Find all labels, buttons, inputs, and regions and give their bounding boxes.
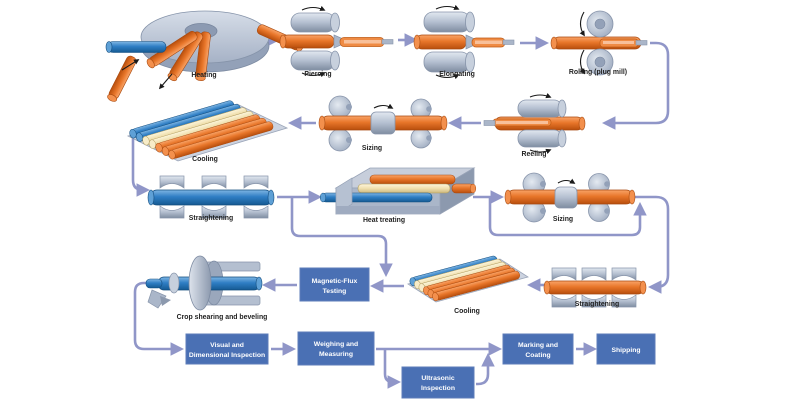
label-elongating: Elongating: [439, 71, 475, 78]
rotation-arrow: [579, 49, 585, 75]
marking-line2: Coating: [525, 352, 550, 359]
connector-ultrasonic-marking: [476, 352, 495, 386]
cutting-blade: [160, 296, 171, 306]
reeling-machine-graphic: [483, 93, 586, 154]
cooling2-tubes: [409, 255, 520, 302]
shipping-box: Shipping: [596, 333, 656, 365]
straightening2-machine-graphic: [543, 267, 647, 308]
billet-in-arrow: [121, 59, 140, 71]
cooling2-bed-graphic: [407, 255, 529, 303]
label-cooling2: Cooling: [454, 308, 480, 315]
connector-bypass-around-sizing2: [488, 197, 647, 237]
marking-coating-box: Marking and Coating: [502, 333, 574, 365]
rotation-arrow: [373, 103, 394, 109]
shipping-label: Shipping: [611, 347, 640, 354]
visual-dimensional-inspection-box: Visual and Dimensional Inspection: [185, 333, 269, 365]
rotation-arrow: [529, 148, 552, 154]
sizing1-machine-graphic: [318, 95, 448, 152]
label-sizing2: Sizing: [553, 216, 573, 223]
label-heat-treating: Heat treating: [363, 217, 405, 224]
mandrel-bar: [502, 39, 515, 45]
label-piercing: Piercing: [304, 71, 331, 78]
mandrel-bar: [381, 39, 394, 45]
connector-rolling-reeling: [601, 41, 670, 130]
hot-billets: [107, 24, 304, 102]
shear-disk: [188, 255, 212, 311]
label-reeling: Reeling: [522, 151, 547, 158]
straightening1-machine-graphic: [147, 175, 275, 219]
cooling1-bed-graphic: [126, 100, 289, 162]
magnetic-flux-testing-line1: Magnetic-Flux: [312, 278, 358, 285]
rotation-arrow: [301, 5, 326, 11]
weighing-measuring-box: Weighing and Measuring: [297, 331, 375, 366]
weighing-line2: Measuring: [319, 351, 353, 358]
label-crop-shearing: Crop shearing and beveling: [177, 314, 268, 321]
connector-weighing-ultrasonic: [383, 349, 402, 389]
heat-treating-furnace-graphic: [319, 167, 477, 215]
ultrasonic-inspection-box: Ultrasonic Inspection: [401, 366, 475, 399]
connector-cropshear-visual: [133, 281, 185, 356]
crop-shearing-machine-graphic: [145, 255, 263, 311]
beveling-tool: [147, 289, 167, 309]
visual-inspection-line2: Dimensional Inspection: [189, 352, 265, 359]
piercing-mill-graphic: [279, 5, 394, 78]
connectors: [131, 33, 670, 389]
billet-out-arrow: [158, 73, 173, 90]
rotation-arrow: [529, 93, 552, 99]
label-straightening1: Straightening: [189, 215, 233, 222]
plug-mill-graphic: [550, 10, 648, 76]
ultrasonic-line1: Ultrasonic: [421, 375, 454, 382]
elongating-mill-graphic: [413, 4, 515, 80]
cooling1-tubes: [129, 100, 274, 160]
connector-bypass-to-testing: [290, 197, 393, 278]
sizing2-machine-graphic: [504, 172, 636, 223]
rotation-arrow: [579, 11, 585, 37]
label-heating: Heating: [191, 72, 216, 79]
rotation-arrow: [435, 4, 460, 10]
ultrasonic-line2: Inspection: [421, 385, 455, 392]
heating-furnace-graphic: [105, 10, 304, 102]
weighing-line1: Weighing and: [314, 341, 358, 348]
visual-inspection-line1: Visual and: [210, 342, 244, 349]
mandrel-bar: [635, 40, 648, 46]
label-cooling1: Cooling: [192, 156, 218, 163]
mandrel-bar: [483, 120, 496, 126]
magnetic-flux-testing-line2: Testing: [323, 288, 347, 295]
label-sizing1: Sizing: [362, 145, 382, 152]
label-rolling: Rolling (plug mill): [569, 69, 627, 76]
marking-line1: Marking and: [518, 342, 558, 349]
connector-sizing2-straightening2: [634, 195, 670, 294]
magnetic-flux-testing-box: Magnetic-Flux Testing: [299, 267, 370, 302]
label-straightening2: Straightening: [575, 301, 619, 308]
rotation-arrow: [301, 72, 326, 78]
cold-billet-inlet: [105, 41, 167, 53]
rotation-arrow: [435, 74, 460, 80]
rotation-arrow: [557, 178, 576, 184]
